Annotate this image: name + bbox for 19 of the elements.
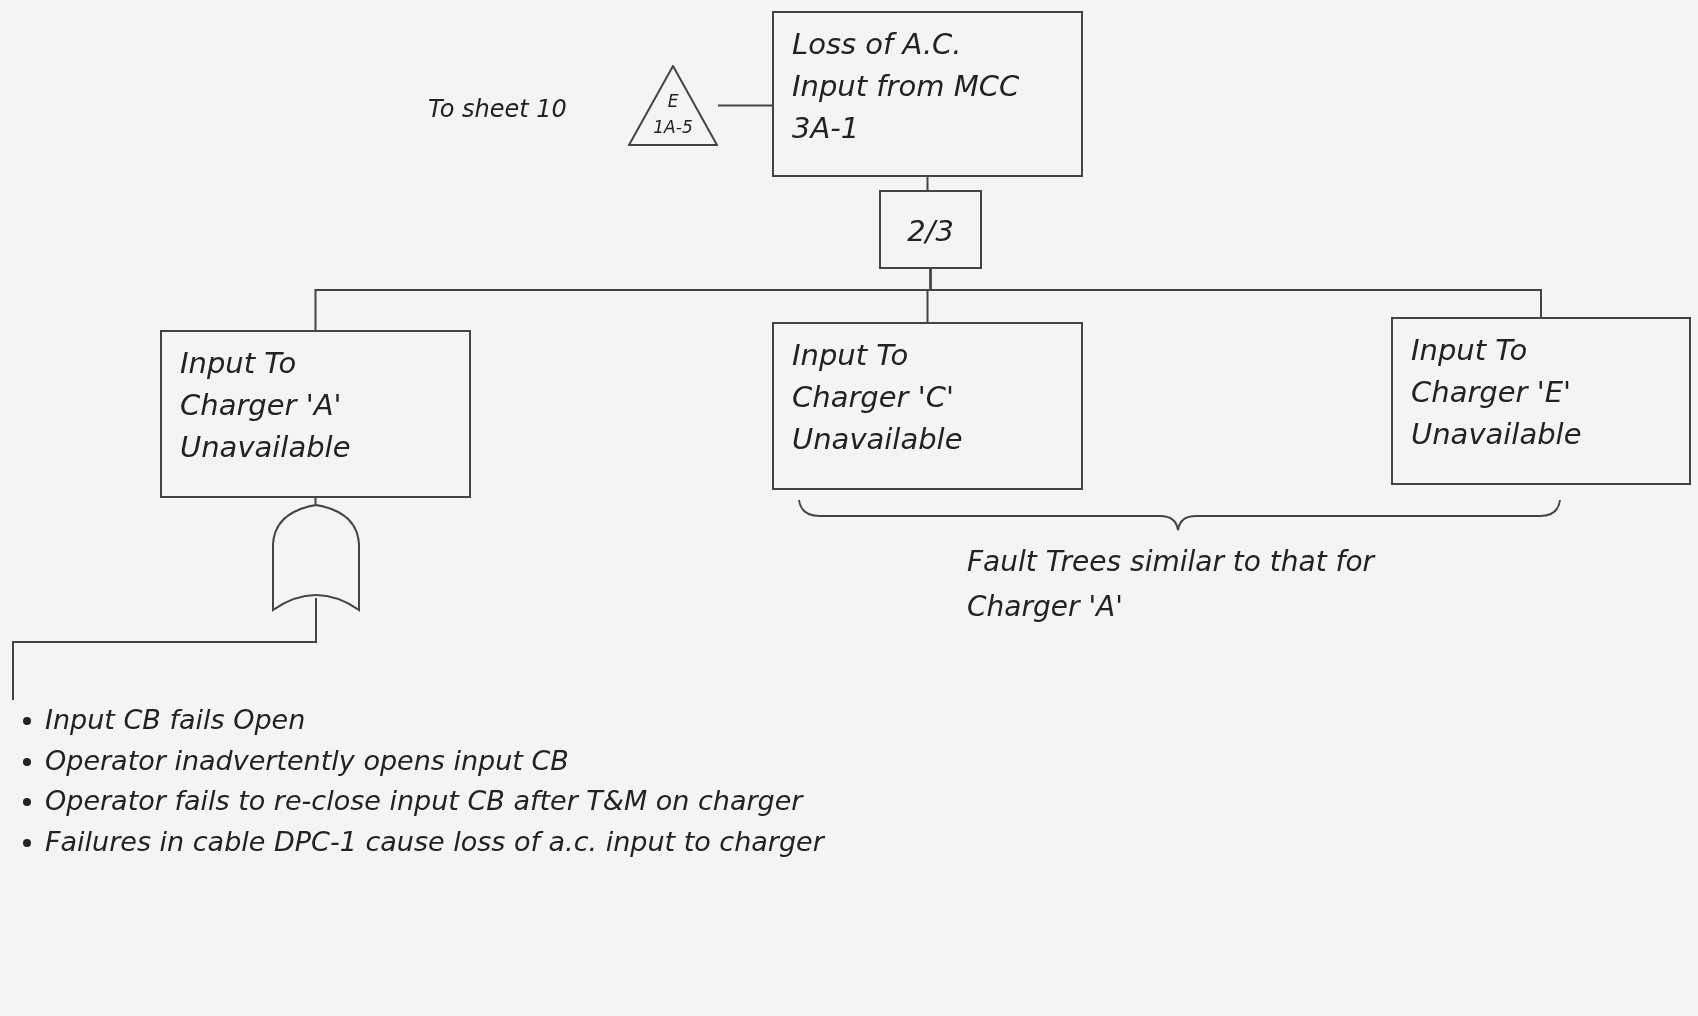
connector-line (929, 268, 1542, 318)
reference-note: To sheet 10 (428, 95, 567, 123)
event-box: Input To Charger 'E' Unavailable (1391, 317, 1691, 485)
connector-line (12, 597, 317, 701)
event-text: Operator inadvertently opens input CB (45, 744, 569, 776)
event-text: Input CB fails Open (45, 704, 306, 735)
event-box: Loss of A.C. Input from MCC 3A-1 (772, 11, 1083, 177)
event-text: Operator fails to re-close input CB after T&M on charger (45, 785, 803, 816)
transfer-code: E (666, 91, 680, 111)
connector-line (717, 104, 773, 107)
connector-line (926, 176, 929, 191)
transfer-triangle (628, 65, 718, 146)
event-box: Input To Charger 'A' Unavailable (160, 330, 471, 498)
connector-line (314, 497, 317, 505)
transfer-code: 1A-5 (652, 117, 694, 137)
event-box: Input To Charger 'C' Unavailable (772, 322, 1083, 490)
vote-gate-box: 2/3 (879, 190, 982, 269)
event-text: Failures in cable DPC-1 cause loss of a.c. input to charger (45, 825, 824, 857)
note-text: Fault Trees similar to that for Charger 'A' (967, 544, 1377, 625)
